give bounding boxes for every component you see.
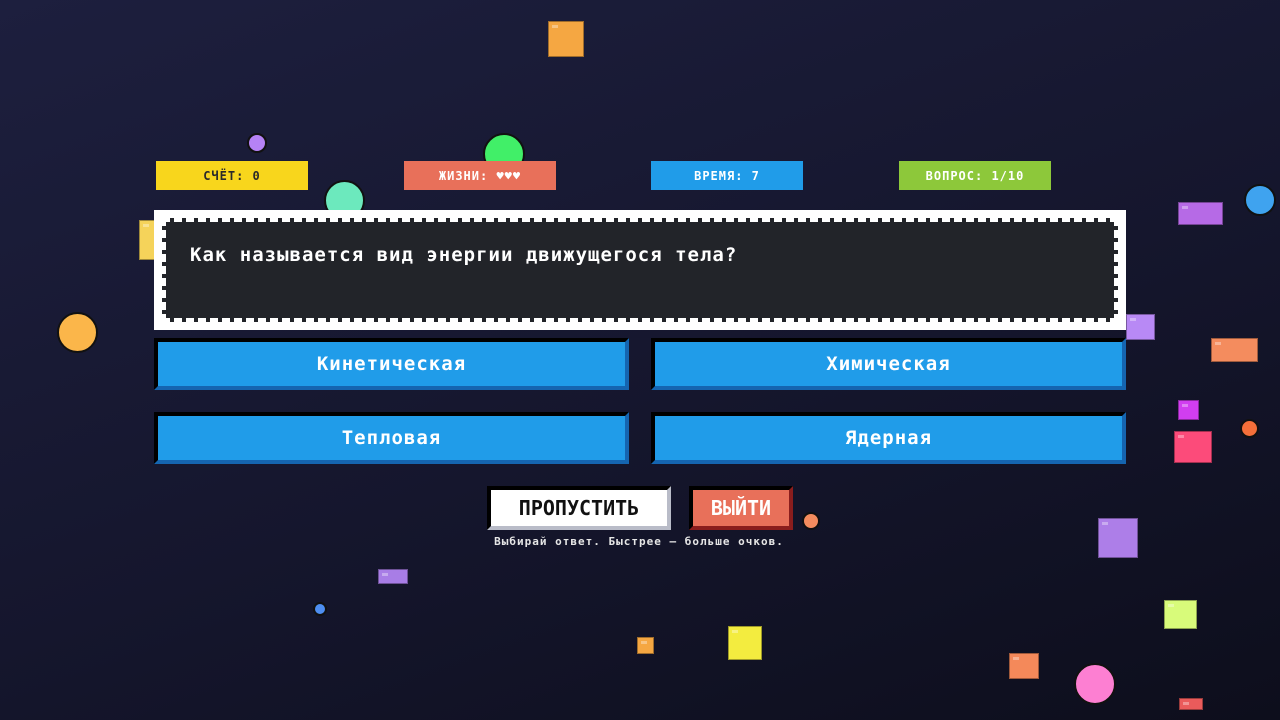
hint-text: Выбирай ответ. Быстрее — больше очков. — [494, 535, 784, 548]
confetti-circle — [1240, 419, 1259, 438]
confetti-square — [1126, 314, 1155, 340]
confetti-square — [1098, 518, 1138, 558]
answer-button-4[interactable]: Ядерная — [651, 412, 1126, 464]
confetti-circle — [802, 512, 820, 530]
exit-button[interactable]: ВЫЙТИ — [689, 486, 793, 530]
confetti-square — [1178, 400, 1199, 420]
confetti-circle — [313, 602, 327, 616]
question-text: Как называется вид энергии движущегося т… — [162, 218, 1118, 322]
confetti-square — [139, 220, 155, 260]
answer-button-1[interactable]: Кинетическая — [154, 338, 629, 390]
question-counter: ВОПРОС: 1/10 — [899, 161, 1051, 190]
confetti-square — [1178, 202, 1223, 225]
skip-button[interactable]: ПРОПУСТИТЬ — [487, 486, 671, 530]
question-box: Как называется вид энергии движущегося т… — [154, 210, 1126, 330]
confetti-circle — [1244, 184, 1276, 216]
confetti-square — [1179, 698, 1203, 710]
answer-button-2[interactable]: Химическая — [651, 338, 1126, 390]
confetti-circle — [57, 312, 98, 353]
confetti-square — [1174, 431, 1212, 463]
confetti-square — [1211, 338, 1258, 362]
confetti-square — [728, 626, 762, 660]
lives-display: ЖИЗНИ: ♥♥♥ — [404, 161, 556, 190]
confetti-square — [637, 637, 654, 654]
confetti-square — [378, 569, 408, 584]
score-display: СЧЁТ: 0 — [156, 161, 308, 190]
confetti-circle — [1074, 663, 1116, 705]
answer-button-3[interactable]: Тепловая — [154, 412, 629, 464]
confetti-square — [548, 21, 584, 57]
confetti-square — [1009, 653, 1039, 679]
confetti-circle — [247, 133, 267, 153]
confetti-square — [1164, 600, 1197, 629]
time-display: ВРЕМЯ: 7 — [651, 161, 803, 190]
